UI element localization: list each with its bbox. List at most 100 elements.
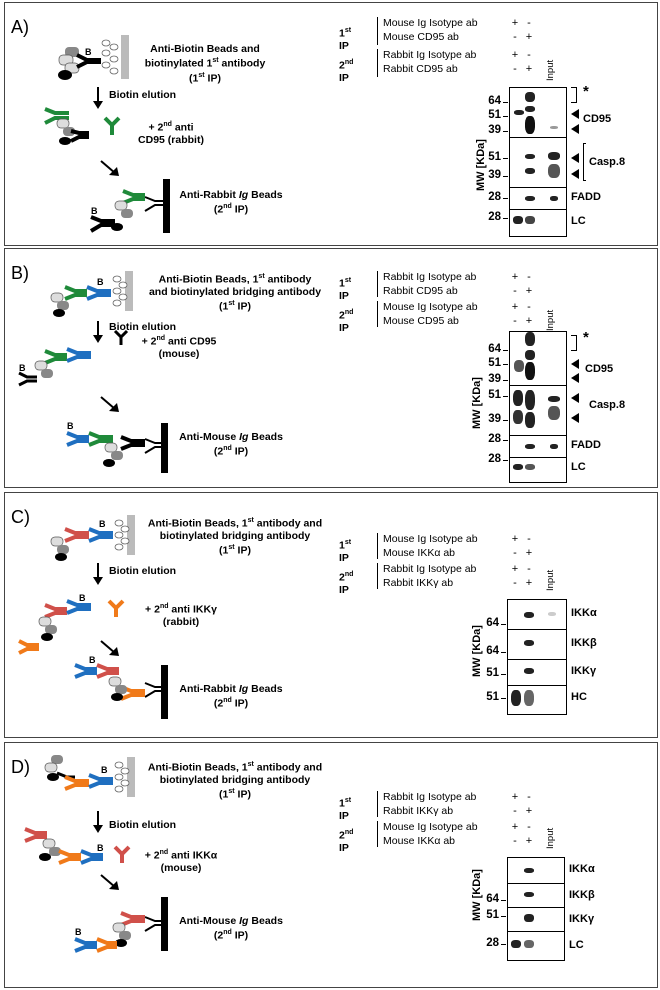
panel-label: C) xyxy=(11,507,30,527)
input-label: Input xyxy=(545,59,556,81)
lane-sign: + xyxy=(511,49,519,61)
svg-text:B: B xyxy=(97,843,104,853)
lane-sign: - xyxy=(513,315,517,327)
mw-tick-label: 64 xyxy=(488,343,501,355)
band-arrow-icon xyxy=(571,359,579,369)
lane-sign: + xyxy=(511,17,519,29)
svg-text:B: B xyxy=(19,363,26,373)
mw-tick-label: 28 xyxy=(488,433,501,445)
lane-sign: + xyxy=(511,533,519,545)
panel-d: D) B B B Anti- xyxy=(4,742,658,988)
svg-text:B: B xyxy=(99,519,106,529)
mw-tick-label: 51 xyxy=(488,357,501,369)
mw-tick-label: 51 xyxy=(488,109,501,121)
second-antibody-text: + 2nd anti IKKα (mouse) xyxy=(144,849,218,874)
scheme-diagram: B B B xyxy=(24,755,168,953)
lane-sign: + xyxy=(511,563,519,575)
mw-tick-label: 39 xyxy=(488,373,501,385)
mw-tick-label: 64 xyxy=(486,645,499,657)
lane-sign: + xyxy=(525,805,533,817)
ip-row: Rabbit Ig Isotype ab xyxy=(383,563,477,575)
first-ip-label: 1st IP xyxy=(339,27,352,52)
lane-sign: - xyxy=(527,17,531,29)
panel-label: A) xyxy=(11,17,29,37)
blot-label: IKKα xyxy=(569,863,595,875)
elution-label: Biotin elution xyxy=(109,89,177,101)
blot-lc xyxy=(509,457,567,483)
band-arrow-icon xyxy=(571,413,579,423)
elution-label: Biotin elution xyxy=(109,819,177,831)
lane-sign: - xyxy=(527,533,531,545)
ip-row: Rabbit Ig Isotype ab xyxy=(383,49,477,61)
lane-sign: - xyxy=(513,577,517,589)
ip-row: Mouse CD95 ab xyxy=(383,315,459,327)
lane-sign: - xyxy=(513,63,517,75)
blot-label: HC xyxy=(571,691,587,703)
beads-text: Anti-Biotin Beads, 1st antibody and biot… xyxy=(147,761,323,800)
second-antibody-text: + 2nd anti CD95 (mouse) xyxy=(141,335,217,360)
second-ip-label: 2nd IP xyxy=(339,571,354,596)
second-ip-label: 2nd IP xyxy=(339,829,354,854)
blot-label: Casp.8 xyxy=(589,399,626,411)
first-ip-label: 1st IP xyxy=(339,797,352,822)
blot-lc xyxy=(509,209,567,237)
blot-label: CD95 xyxy=(585,363,614,375)
scheme-diagram: B B B xyxy=(18,515,168,719)
second-ip-label: 2nd IP xyxy=(339,59,354,84)
ip-row: Mouse CD95 ab xyxy=(383,31,459,43)
panel-a: A) B xyxy=(4,2,658,246)
ip-row: Rabbit Ig Isotype ab xyxy=(383,271,477,283)
input-label: Input xyxy=(545,827,556,849)
blot-ikkb xyxy=(507,629,567,661)
svg-text:B: B xyxy=(97,277,104,287)
blot-label: CD95 xyxy=(583,113,612,125)
lane-sign: + xyxy=(525,577,533,589)
beads-text: Anti-Biotin Beads, 1st antibody and biot… xyxy=(148,273,322,312)
lane-sign: - xyxy=(527,563,531,575)
lane-sign: - xyxy=(527,301,531,313)
svg-text:B: B xyxy=(91,206,98,216)
lane-sign: + xyxy=(525,835,533,847)
blot-label: LC xyxy=(571,215,586,227)
blot-label: FADD xyxy=(571,439,601,451)
first-ip-label: 1st IP xyxy=(339,539,352,564)
scheme-diagram: B B xyxy=(44,35,170,233)
panel-b: B) B B B Anti-Biotin Bea xyxy=(4,248,658,488)
panel-label: B) xyxy=(11,263,29,283)
first-ip-label: 1st IP xyxy=(339,277,352,302)
blot-casp8 xyxy=(509,385,567,437)
mw-tick-label: 28 xyxy=(486,937,499,949)
band-arrow-icon xyxy=(571,373,579,383)
mw-tick-label: 64 xyxy=(486,893,499,905)
blot-label: FADD xyxy=(571,191,601,203)
lane-sign: - xyxy=(527,791,531,803)
lane-sign: - xyxy=(527,271,531,283)
blot-cd95 xyxy=(509,331,567,387)
svg-text:B: B xyxy=(75,927,82,937)
ip-row: Mouse Ig Isotype ab xyxy=(383,821,478,833)
blot-casp8 xyxy=(509,137,567,189)
lane-sign: - xyxy=(513,285,517,297)
star-marker: * xyxy=(583,83,589,100)
lane-sign: + xyxy=(511,821,519,833)
svg-text:B: B xyxy=(101,765,108,775)
panel-c: C) B B B Anti-Bioti xyxy=(4,492,658,738)
second-antibody-text: + 2nd anti CD95 (rabbit) xyxy=(138,121,204,146)
beads-text: Anti-Biotin Beads and biotinylated 1st a… xyxy=(144,43,266,84)
blot-ikka xyxy=(507,857,565,885)
ip-row: Rabbit CD95 ab xyxy=(383,285,458,297)
blot-label: Casp.8 xyxy=(589,156,626,168)
ip-row: Rabbit IKKγ ab xyxy=(383,805,454,817)
blot-ikkg xyxy=(507,659,567,687)
band-arrow-icon xyxy=(571,169,579,179)
ip-row: Mouse IKKα ab xyxy=(383,547,456,559)
band-arrow-icon xyxy=(571,109,579,119)
band-arrow-icon xyxy=(571,393,579,403)
svg-text:B: B xyxy=(89,655,96,665)
blot-label: IKKα xyxy=(571,607,597,619)
lane-sign: + xyxy=(525,31,533,43)
input-label: Input xyxy=(545,309,556,331)
lane-sign: + xyxy=(511,791,519,803)
blot-lc xyxy=(507,931,565,961)
mw-tick-label: 51 xyxy=(486,909,499,921)
